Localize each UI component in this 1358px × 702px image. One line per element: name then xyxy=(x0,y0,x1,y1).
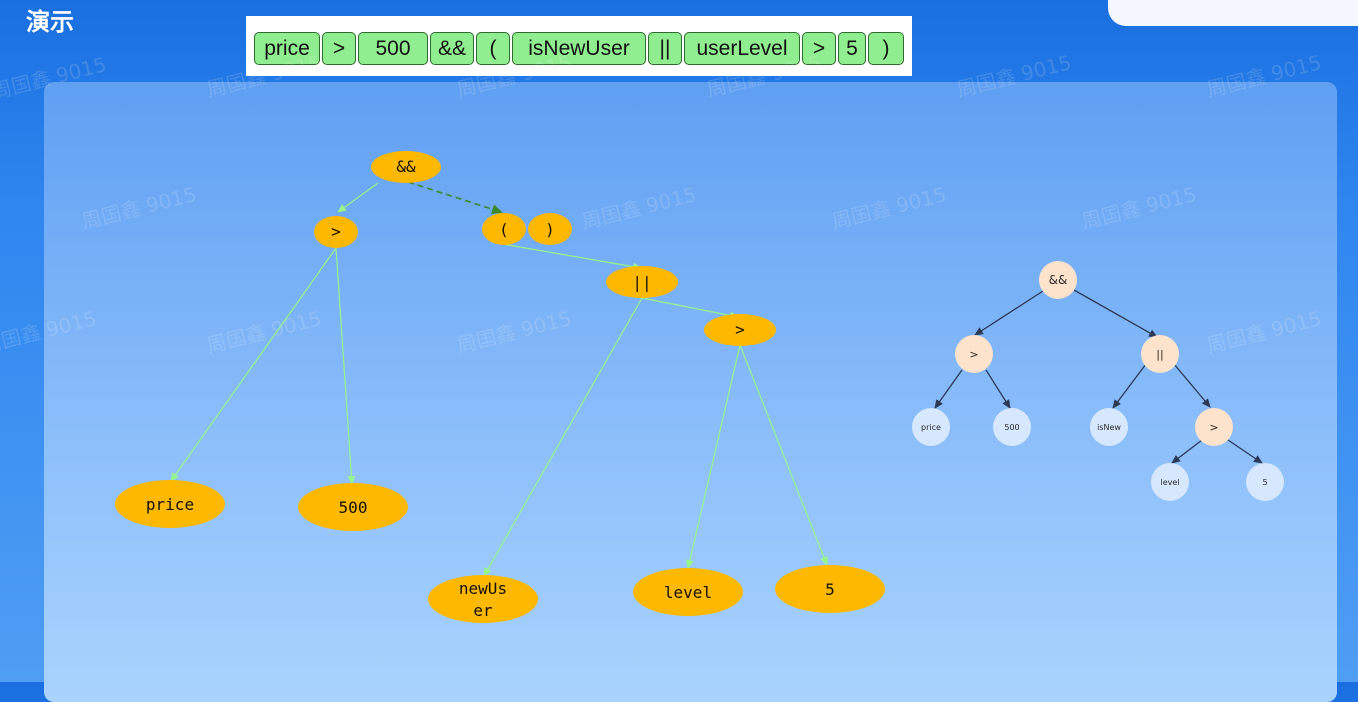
right-node-5: 5 xyxy=(1246,463,1284,501)
right-node-label: && xyxy=(1049,273,1068,287)
tree-diagram: && > ( ) || > price 500 xyxy=(115,151,1284,623)
left-edge xyxy=(739,344,828,566)
right-node-500: 500 xyxy=(993,408,1031,446)
token-price: price xyxy=(254,32,320,65)
left-node-label: > xyxy=(735,320,745,339)
token-bar: price > 500 && ( isNewUser || userLevel … xyxy=(246,16,912,76)
right-edge xyxy=(985,369,1011,409)
right-edge xyxy=(1171,439,1203,464)
right-edge xyxy=(974,290,1044,336)
left-node-label: er xyxy=(473,601,493,620)
page-title: 演示 xyxy=(26,8,74,36)
left-node-label: 5 xyxy=(825,580,835,599)
left-node-500: 500 xyxy=(298,483,408,531)
token-and: && xyxy=(430,32,474,65)
right-node-price: price xyxy=(912,408,950,446)
left-node-price: price xyxy=(115,480,225,528)
token-500: 500 xyxy=(358,32,428,65)
token-gt: > xyxy=(322,32,356,65)
right-node-isnew: isNew xyxy=(1090,408,1128,446)
left-node-label: ( xyxy=(499,220,509,239)
left-node-lparen: ( xyxy=(482,213,526,245)
left-node-label: newUs xyxy=(459,579,507,598)
token-lparen: ( xyxy=(476,32,510,65)
right-tree-edges xyxy=(934,289,1263,464)
token-isnewuser: isNewUser xyxy=(512,32,646,65)
right-node-label: > xyxy=(969,348,978,361)
right-edge xyxy=(1073,289,1158,338)
left-edge xyxy=(641,297,739,320)
right-node-label: > xyxy=(1209,421,1218,434)
right-node-label: price xyxy=(921,423,941,432)
left-node-gt: > xyxy=(314,216,358,248)
left-edge xyxy=(335,247,356,485)
left-edge xyxy=(483,297,643,577)
right-node-label: 5 xyxy=(1262,478,1267,487)
right-node-label: 500 xyxy=(1004,423,1019,432)
left-node-label: price xyxy=(146,495,194,514)
token-5: 5 xyxy=(838,32,866,65)
right-edge xyxy=(1227,439,1263,464)
left-node-5: 5 xyxy=(775,565,885,613)
left-node-gt2: > xyxy=(704,314,776,346)
token-or: || xyxy=(648,32,682,65)
left-tree-edges xyxy=(170,182,828,577)
token-userlevel: userLevel xyxy=(684,32,800,65)
left-edge-dashed xyxy=(407,181,503,214)
right-node-and: && xyxy=(1039,261,1077,299)
right-node-gt: > xyxy=(955,335,993,373)
left-node-label: ) xyxy=(545,220,555,239)
left-node-rparen: ) xyxy=(528,213,572,245)
right-node-gt2: > xyxy=(1195,408,1233,446)
right-node-label: level xyxy=(1160,478,1179,487)
left-node-newuser: newUs er xyxy=(428,575,538,623)
token-rparen: ) xyxy=(868,32,904,65)
left-edge xyxy=(685,344,741,569)
right-edge xyxy=(1173,363,1211,408)
corner-card xyxy=(1108,0,1358,26)
left-node-label: && xyxy=(396,157,416,176)
left-node-label: level xyxy=(664,583,712,602)
right-node-label: isNew xyxy=(1097,423,1121,432)
right-edge xyxy=(1112,363,1147,409)
left-node-label: || xyxy=(632,273,651,292)
left-edge xyxy=(501,243,642,271)
left-edge xyxy=(170,247,337,482)
left-edge xyxy=(337,182,379,213)
right-node-level: level xyxy=(1151,463,1189,501)
left-node-label: > xyxy=(331,222,341,241)
left-node-or: || xyxy=(606,266,678,298)
right-node-or: || xyxy=(1141,335,1179,373)
right-node-label: || xyxy=(1156,348,1163,361)
left-node-and: && xyxy=(371,151,441,183)
right-edge xyxy=(934,369,963,409)
left-node-level: level xyxy=(633,568,743,616)
token-gt2: > xyxy=(802,32,836,65)
left-node-label: 500 xyxy=(339,498,368,517)
